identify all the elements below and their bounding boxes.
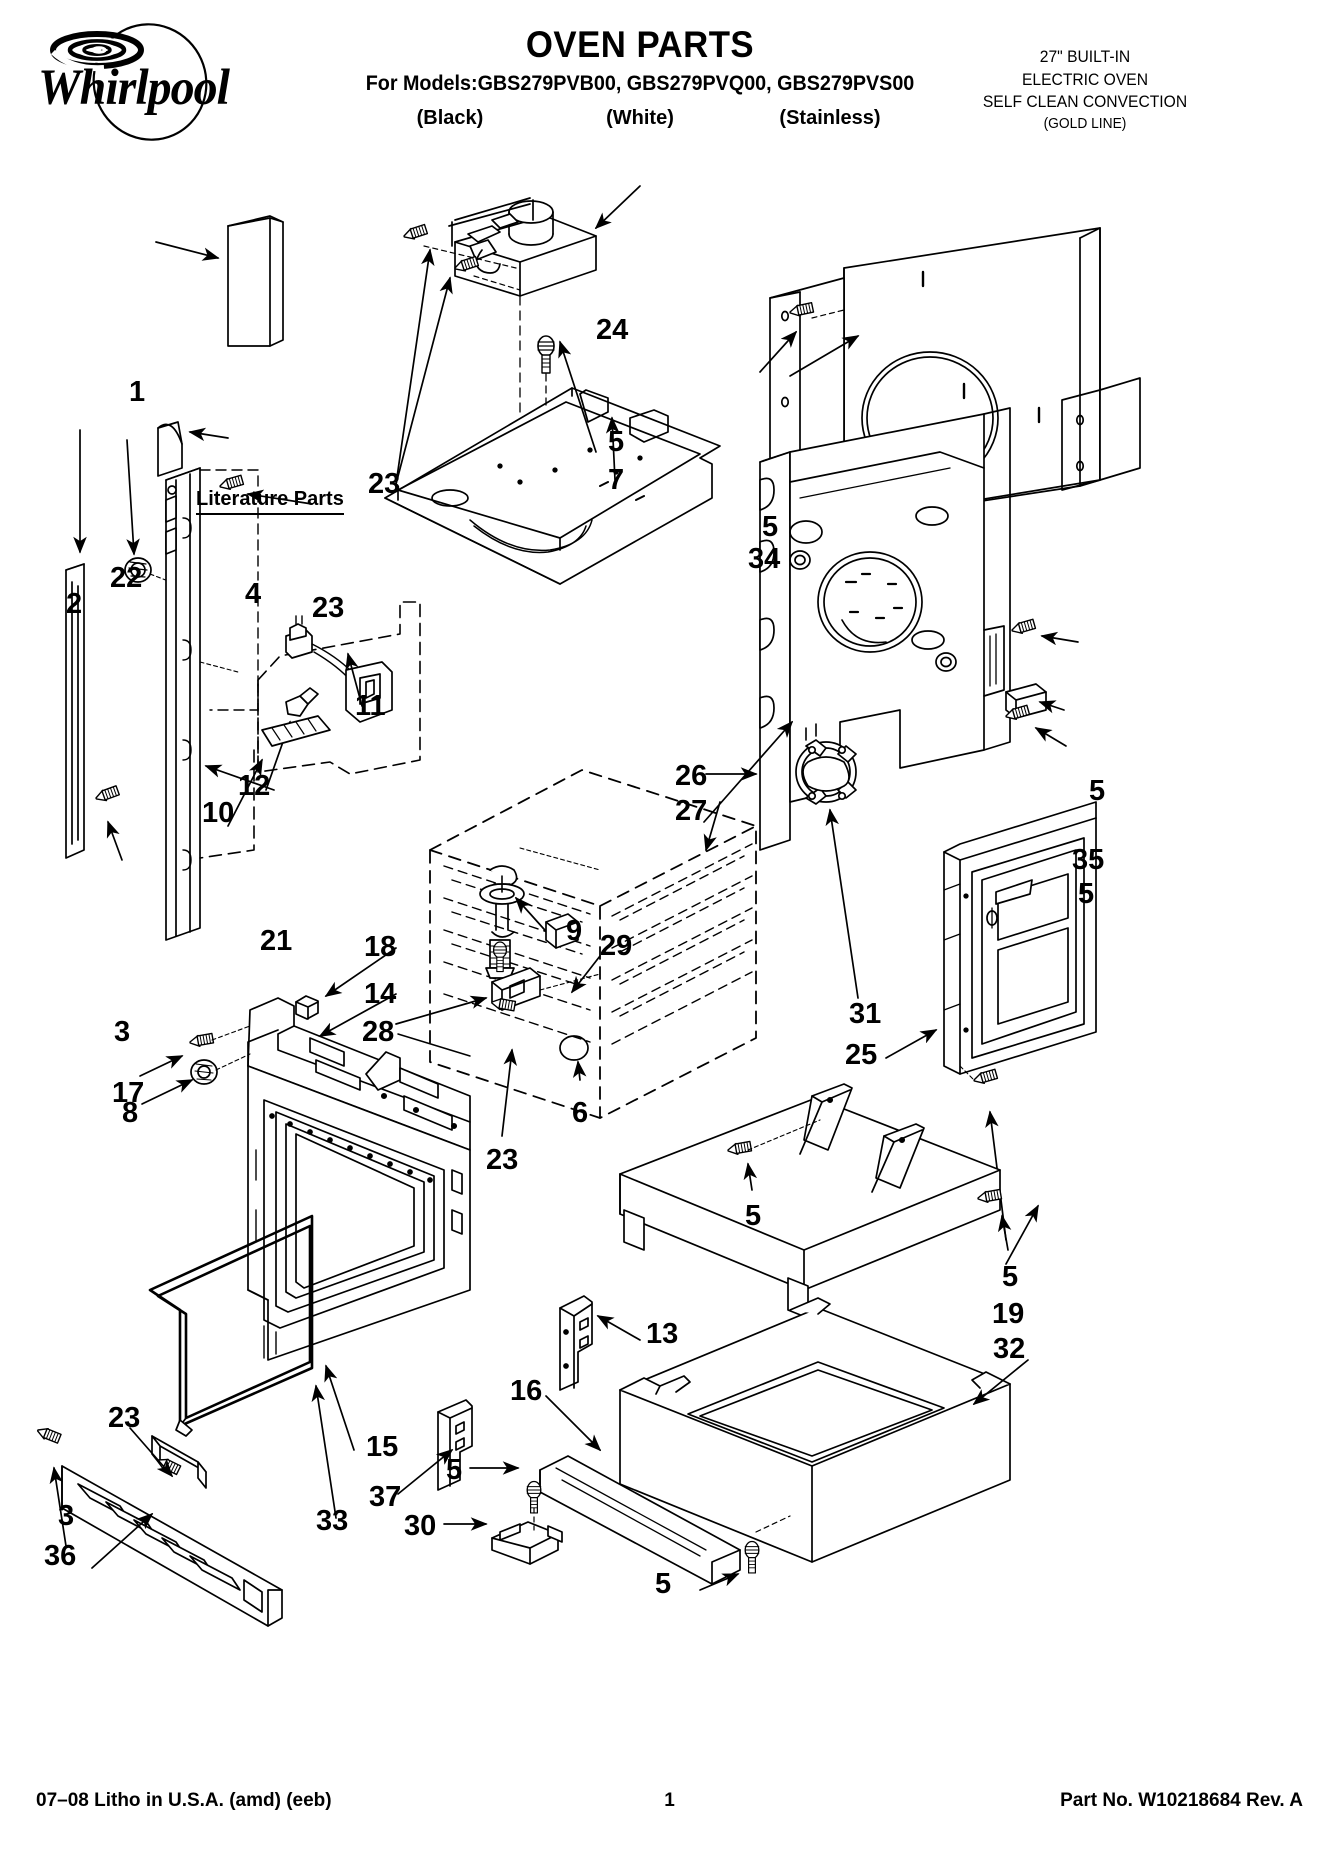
callout-number: 30 — [404, 1510, 437, 1542]
callout-number: 5 — [655, 1568, 672, 1600]
callout-number: 13 — [646, 1318, 679, 1350]
callout-number: 31 — [849, 998, 882, 1030]
finish-row: (Black) (White) (Stainless) — [290, 107, 990, 130]
whirlpool-logo: Whirlpool — [22, 22, 252, 142]
callout-number: 14 — [364, 978, 397, 1010]
callout-number: 6 — [572, 1097, 589, 1129]
finish-stainless: (Stainless) — [779, 106, 881, 129]
spec-line-2: ELECTRIC OVEN — [1021, 69, 1149, 89]
callout-number: 17 — [112, 1077, 145, 1109]
part-oven-cavity-27 — [429, 769, 757, 1119]
part-fan-motor-31 — [795, 723, 857, 805]
page-title: OVEN PARTS — [525, 24, 755, 65]
spec-sub: (GOLD LINE) — [1043, 114, 1127, 132]
part-door-gasket-33 — [148, 1214, 314, 1437]
callout-number: 34 — [748, 543, 781, 575]
callout-number: 5 — [446, 1454, 463, 1486]
part-nut-18 — [295, 995, 319, 1020]
callout-number: 23 — [312, 592, 345, 624]
callout-number: 4 — [245, 578, 262, 610]
callout-number: 2 — [66, 588, 83, 620]
callout-number: 5 — [1002, 1261, 1019, 1293]
finish-black: (Black) — [416, 106, 484, 129]
callout-number: 3 — [58, 1500, 75, 1532]
callout-number: 5 — [1078, 878, 1095, 910]
part-bulb-12 — [285, 687, 319, 717]
callout-number: 33 — [316, 1505, 349, 1537]
callout-number: 22 — [110, 562, 143, 594]
callout-number: 23 — [368, 468, 401, 500]
part-oven-bottom-panel — [384, 387, 721, 585]
title-block: OVEN PARTS For Models:GBS279PVB00, GBS27… — [290, 24, 990, 130]
footer-page-num: 1 — [664, 1790, 675, 1811]
part-cavity-vent-6 — [559, 1035, 589, 1061]
callout-number: 5 — [608, 426, 625, 458]
part-top-cover-19 — [619, 1083, 1001, 1319]
part-mount-bracket-13 — [559, 1295, 593, 1391]
callout-number: 3 — [114, 1016, 131, 1048]
diagram-caption: Literature Parts — [196, 488, 344, 515]
page-header: Whirlpool OVEN PARTS For Models:GBS279PV… — [0, 0, 1339, 150]
spec-line-3: SELF CLEAN CONVECTION — [982, 92, 1188, 112]
part-vent-trim-36 — [61, 1465, 283, 1627]
callout-number: 28 — [362, 1016, 395, 1048]
callout-number: 10 — [202, 797, 235, 829]
callout-number: 35 — [1072, 844, 1105, 876]
part-inner-panel-21 — [165, 467, 201, 941]
part-washer-8 — [190, 1059, 218, 1085]
callout-number: 23 — [486, 1144, 519, 1176]
diagram-linework — [34, 185, 1141, 1627]
callout-number: 36 — [44, 1540, 77, 1572]
callout-number: 29 — [600, 930, 633, 962]
callout-number: 21 — [260, 925, 293, 957]
part-lamp-shield-10 — [261, 715, 331, 747]
part-clip-23-bottom — [151, 1435, 207, 1489]
callout-number: 15 — [366, 1431, 399, 1463]
callout-number: 25 — [845, 1039, 878, 1071]
whirlpool-swirl-logo: Whirlpool — [38, 23, 231, 141]
callout-number: 16 — [510, 1375, 543, 1407]
finish-white: (White) — [606, 106, 674, 129]
callout-number: 32 — [993, 1333, 1026, 1365]
callout-number: 11 — [355, 690, 386, 722]
callout-number: 37 — [369, 1481, 402, 1513]
callout-number: 9 — [566, 915, 583, 947]
callout-number: 27 — [675, 795, 708, 827]
part-side-rail-2 — [65, 563, 85, 859]
part-literature-booklet — [227, 215, 284, 347]
callout-number: 23 — [108, 1402, 141, 1434]
footer-part-no: Part No. W10218684 Rev. A — [1060, 1790, 1303, 1811]
part-front-frame-15 — [247, 1065, 471, 1361]
footer-litho: 07–08 Litho in U.S.A. (amd) (eeb) — [36, 1790, 332, 1811]
spec-block: 27" BUILT-IN ELECTRIC OVEN SELF CLEAN CO… — [873, 46, 1296, 134]
callout-number: 7 — [608, 464, 625, 496]
svg-text:Whirlpool: Whirlpool — [38, 59, 230, 115]
part-small-bracket-30 — [491, 1521, 563, 1565]
callout-number: 8 — [122, 1097, 139, 1129]
part-frame-rail-14 — [247, 997, 471, 1151]
callout-number: 5 — [745, 1200, 762, 1232]
callout-number: 12 — [238, 770, 271, 802]
callout-number: 5 — [762, 511, 779, 543]
part-latch-assembly — [448, 197, 597, 297]
callout-number: 19 — [992, 1298, 1025, 1330]
part-end-cap-4 — [157, 421, 183, 477]
page-footer: 07–08 Litho in U.S.A. (amd) (eeb) 1 Part… — [0, 1790, 1339, 1830]
callout-number: 1 — [129, 376, 146, 408]
callout-number: 5 — [1089, 775, 1106, 807]
part-side-panel-25 — [943, 801, 1097, 1075]
callout-number: 26 — [675, 760, 708, 792]
part-lamp-assembly-box — [199, 601, 421, 859]
callout-number: 24 — [596, 314, 629, 346]
spec-line-1: 27" BUILT-IN — [1039, 47, 1131, 66]
part-bottom-pan-32 — [619, 1297, 1011, 1563]
models-line: For Models:GBS279PVB00, GBS279PVQ00, GBS… — [365, 71, 915, 95]
part-grommet-22 — [124, 557, 152, 583]
callout-number: 18 — [364, 931, 397, 963]
